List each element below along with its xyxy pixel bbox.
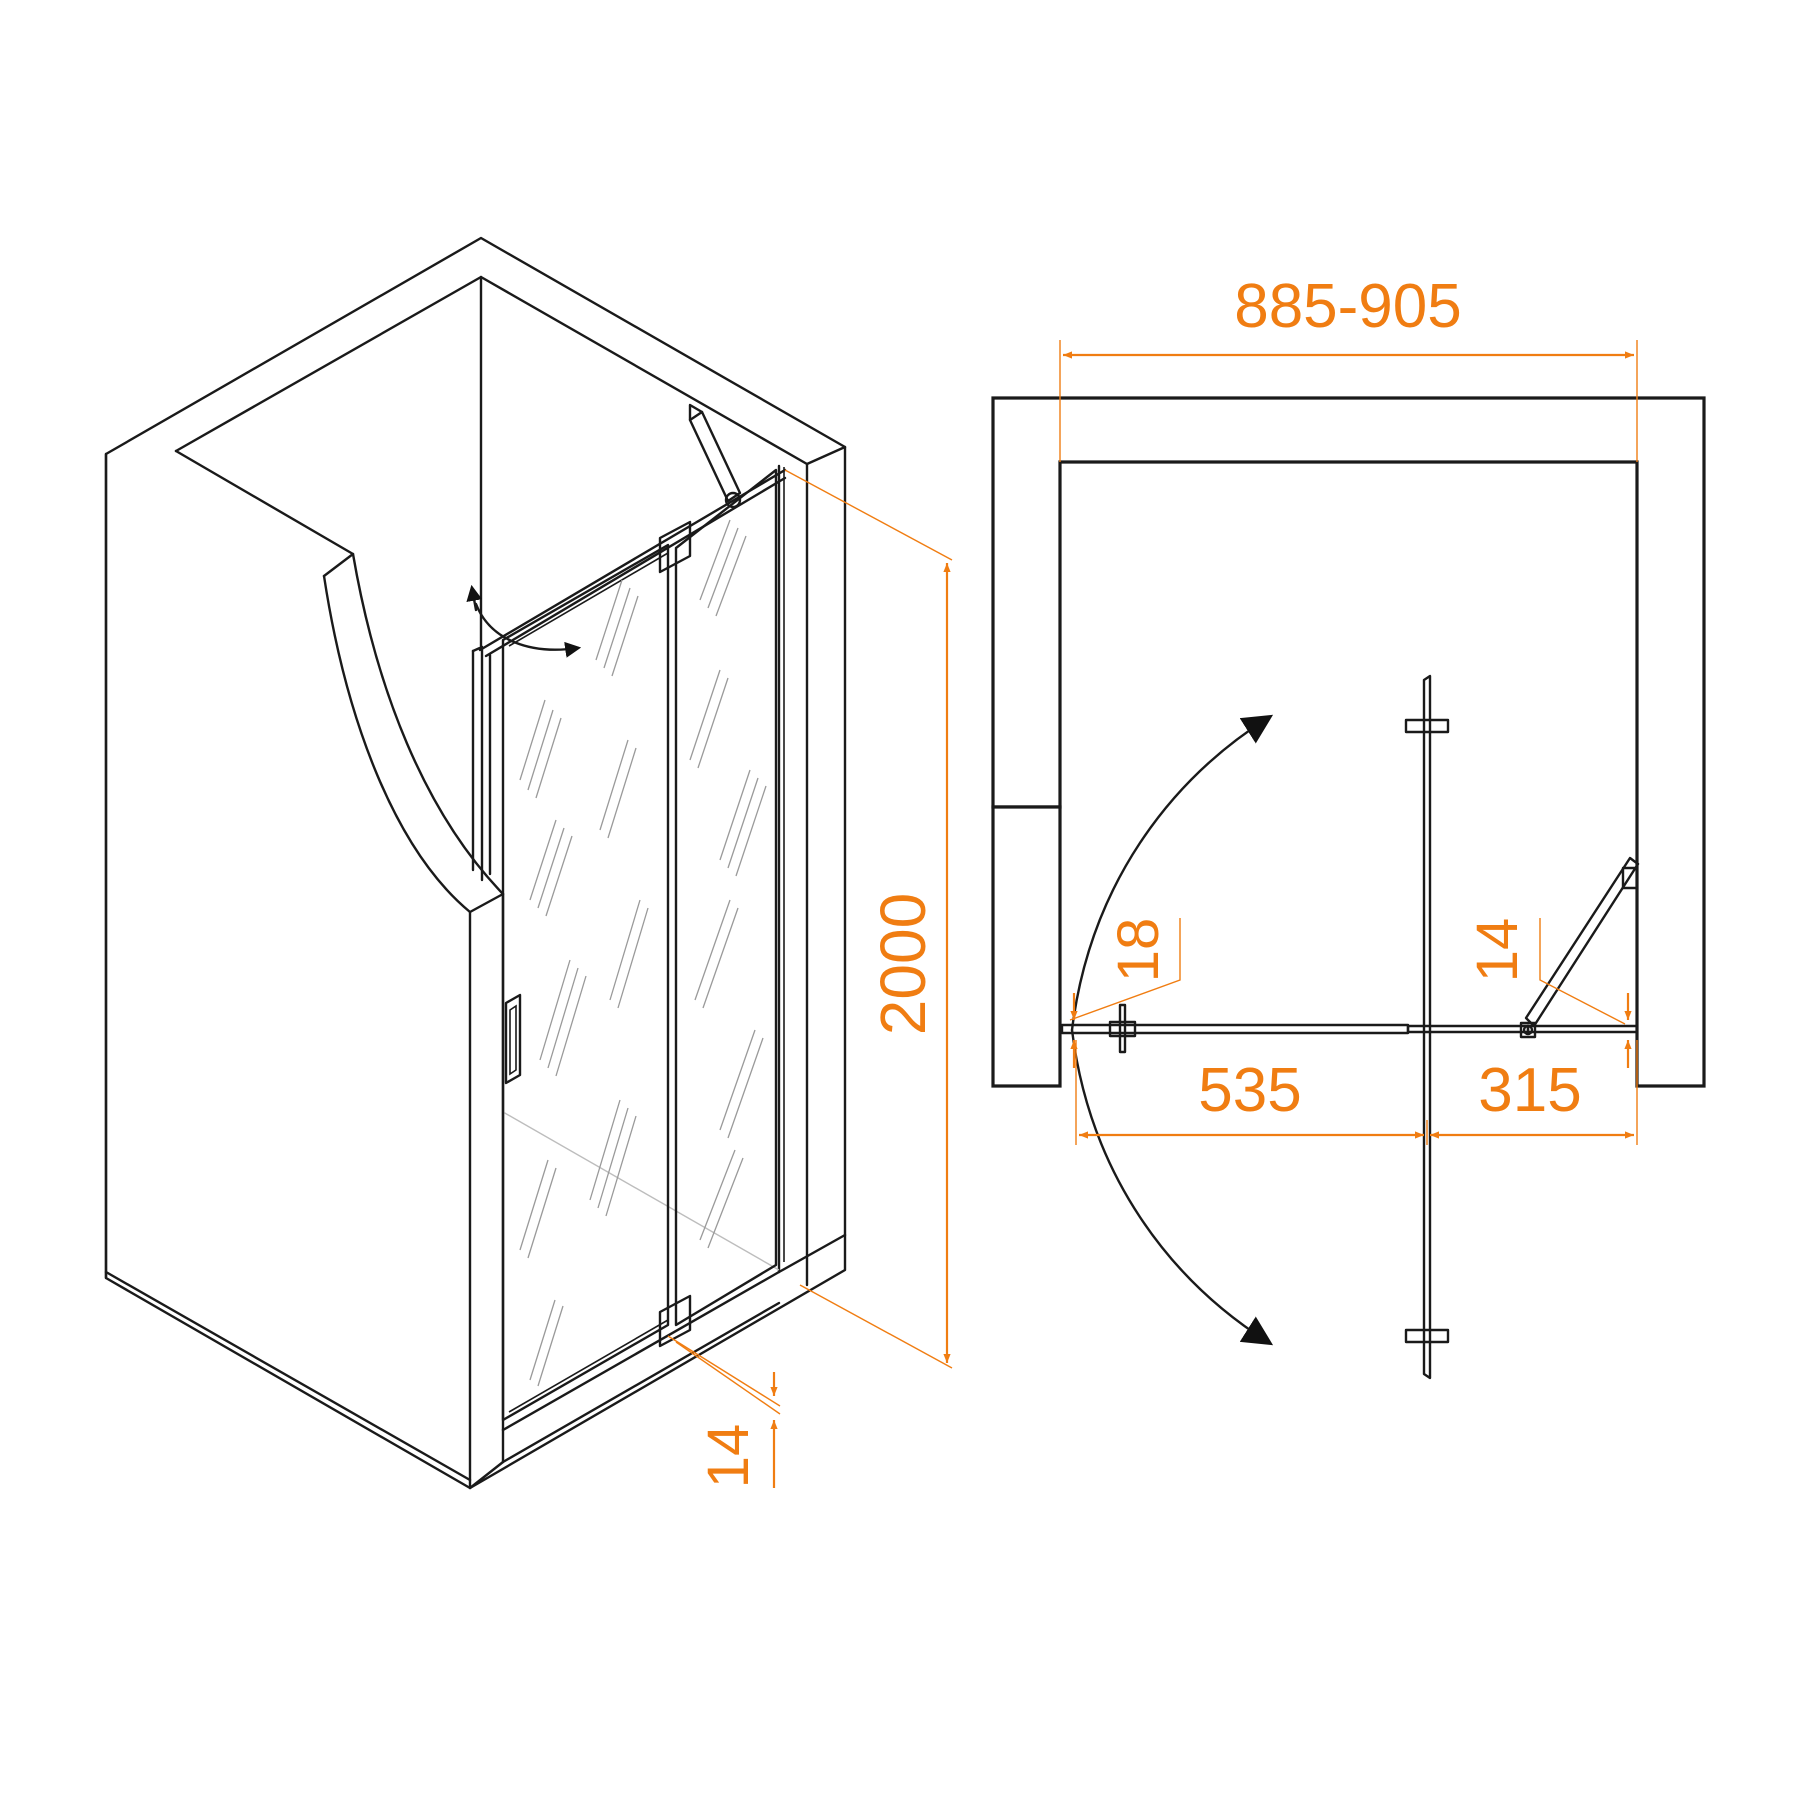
plan-wall xyxy=(991,396,1706,1088)
plan-door-open xyxy=(1404,674,1450,1380)
isometric-view: 2000 14 xyxy=(104,236,953,1490)
height-label: 2000 xyxy=(867,893,939,1035)
bottom-hinge xyxy=(658,1294,692,1348)
left-gap-label: 18 xyxy=(1106,918,1171,983)
tray-edge xyxy=(502,1111,780,1271)
plan-wall-left-stub xyxy=(991,805,1062,1088)
door-assembly xyxy=(466,403,787,1422)
right-gap-dimension: 14 xyxy=(1465,918,1632,1068)
threshold-label: 14 xyxy=(696,1424,761,1489)
support-bar xyxy=(688,410,742,503)
swing-arc-outer xyxy=(1070,1028,1274,1346)
left-gap-dimension: 18 xyxy=(1069,918,1181,1068)
swing-arc-inner xyxy=(1070,714,1274,1032)
plan-door xyxy=(1060,856,1640,1054)
door-handle xyxy=(504,993,522,1085)
width-dimension: 885-905 xyxy=(1059,272,1638,462)
threshold-dimension: 14 xyxy=(667,1335,781,1489)
glass-reflections xyxy=(519,519,767,1387)
height-dimension: 2000 xyxy=(784,469,953,1369)
width-label: 885-905 xyxy=(1234,272,1462,341)
right-gap-label: 14 xyxy=(1465,918,1530,983)
plan-support-bar xyxy=(1524,856,1640,1028)
top-hinge xyxy=(658,520,692,574)
door-width-label: 535 xyxy=(1198,1056,1301,1125)
plan-view: 885-905 535 xyxy=(991,272,1706,1380)
door-width-dimension: 535 315 xyxy=(1075,1040,1638,1145)
wall-block xyxy=(104,236,847,1490)
fixed-panel-label: 315 xyxy=(1478,1056,1581,1125)
swing-arrow xyxy=(474,602,582,658)
